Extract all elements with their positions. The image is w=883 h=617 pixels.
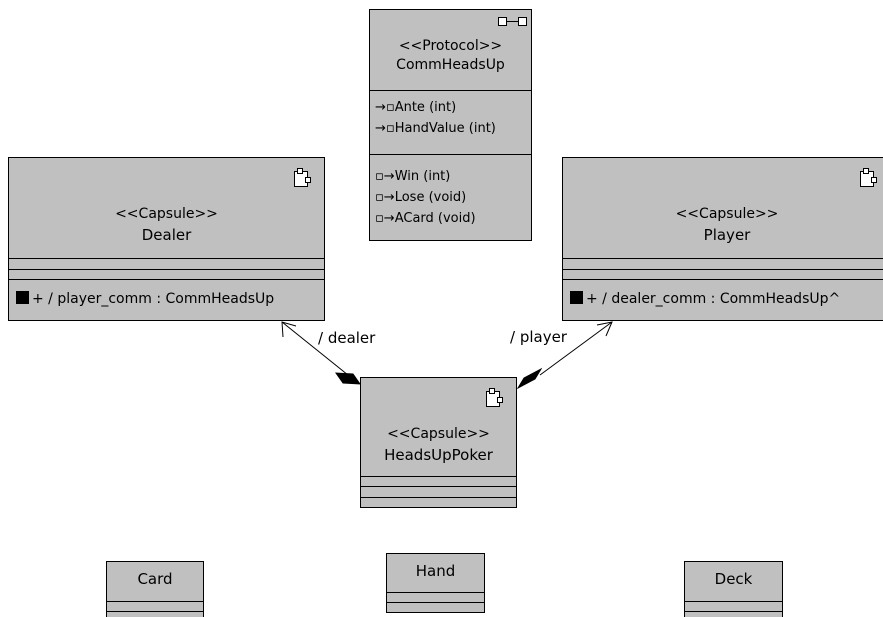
protocol-name: CommHeadsUp [396, 57, 505, 73]
port-icon [570, 291, 583, 304]
hand-name: Hand [415, 562, 456, 580]
in-signal-handvalue[interactable]: →▫HandValue (int) [375, 121, 496, 136]
player-name: Player [703, 226, 751, 244]
poker-stereotype: <<Capsule>> [387, 426, 490, 442]
out-signal-icon: ▫→ [375, 211, 395, 226]
dealer-arrowhead [281, 321, 297, 338]
player-composition-diamond [516, 367, 543, 390]
in-signal-icon: →▫ [375, 100, 395, 115]
port-icon [16, 291, 29, 304]
capsule-icon [860, 168, 877, 187]
dealer-name: Dealer [141, 226, 192, 244]
protocol-icon [498, 17, 527, 26]
out-signal-lose[interactable]: ▫→Lose (void) [375, 190, 467, 205]
player-port-row[interactable]: + / dealer_comm : CommHeadsUp^ [570, 291, 840, 307]
out-signal-icon: ▫→ [375, 190, 395, 205]
capsule-dealer[interactable]: <<Capsule>> Dealer + / player_comm : Com… [8, 157, 325, 321]
class-deck[interactable]: Deck [684, 561, 783, 617]
player-arrowhead [596, 321, 613, 337]
out-signal-win[interactable]: ▫→Win (int) [375, 169, 451, 184]
protocol-stereotype: <<Protocol>> [398, 38, 503, 54]
dealer-stereotype: <<Capsule>> [115, 206, 218, 222]
capsule-icon [486, 388, 503, 407]
dealer-role-label: / dealer [318, 329, 376, 347]
capsule-player[interactable]: <<Capsule>> Player + / dealer_comm : Com… [562, 157, 883, 321]
poker-name: HeadsUpPoker [384, 446, 493, 464]
out-signal-acard[interactable]: ▫→ACard (void) [375, 211, 476, 226]
out-signal-icon: ▫→ [375, 169, 395, 184]
class-card[interactable]: Card [106, 561, 204, 617]
class-hand[interactable]: Hand [386, 553, 485, 613]
player-association-line [539, 321, 613, 376]
capsule-icon [294, 168, 311, 187]
card-name: Card [137, 570, 173, 588]
dealer-port-row[interactable]: + / player_comm : CommHeadsUp [16, 291, 274, 307]
deck-name: Deck [714, 570, 753, 588]
in-signal-ante[interactable]: →▫Ante (int) [375, 100, 457, 115]
protocol-commheadsup[interactable]: <<Protocol>> CommHeadsUp →▫Ante (int) →▫… [369, 9, 532, 241]
player-role-label: / player [510, 328, 567, 346]
dealer-composition-diamond [334, 372, 362, 385]
dealer-association-line [281, 321, 349, 376]
capsule-headsuppoker[interactable]: <<Capsule>> HeadsUpPoker [360, 377, 517, 508]
in-signal-icon: →▫ [375, 121, 395, 136]
player-stereotype: <<Capsule>> [675, 206, 779, 222]
